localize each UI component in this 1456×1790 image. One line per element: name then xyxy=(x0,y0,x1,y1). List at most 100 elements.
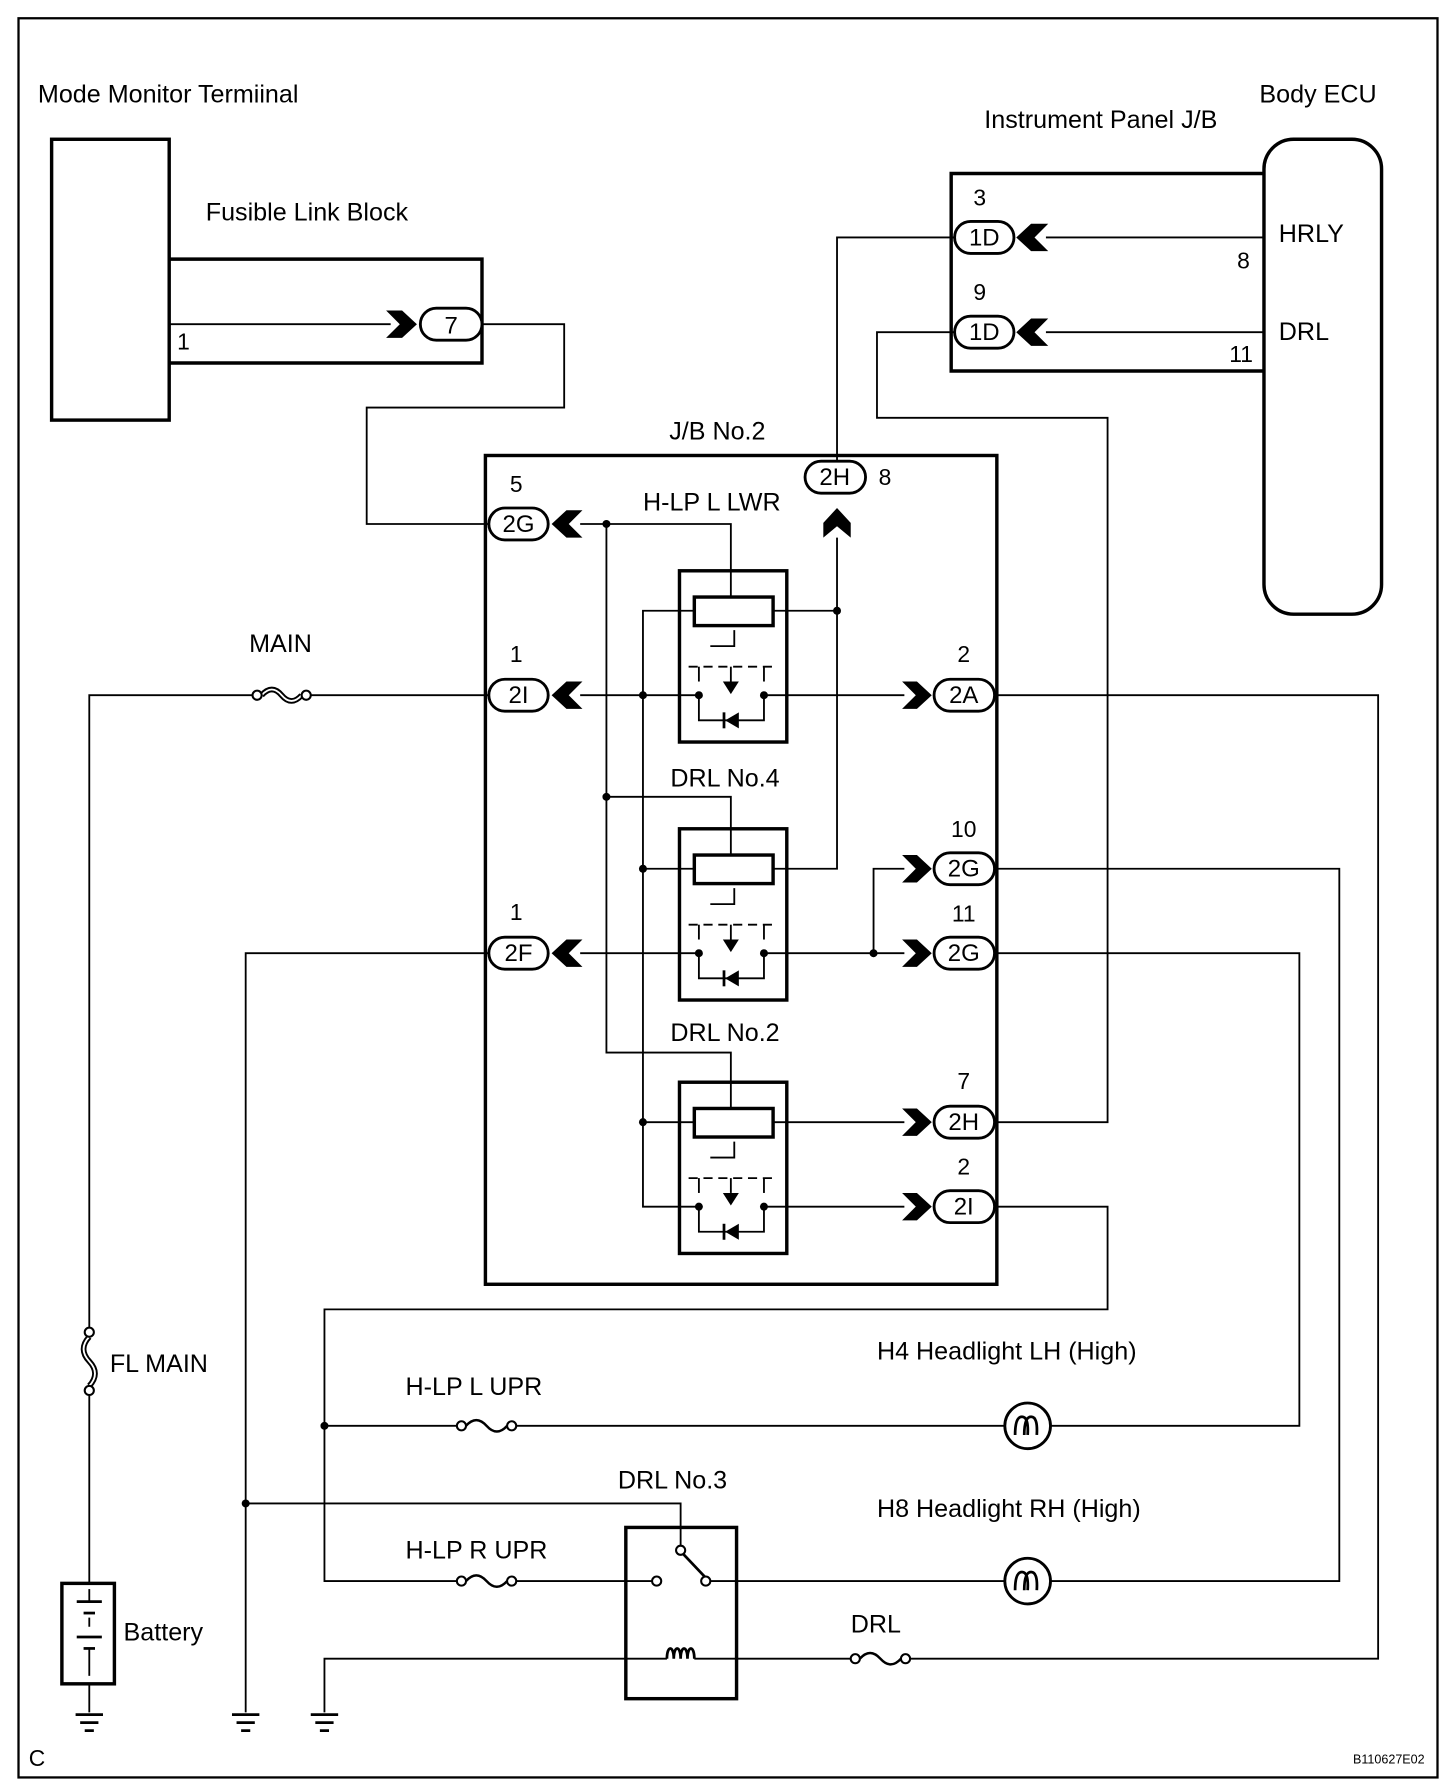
connector-oval xyxy=(803,459,867,495)
wire-junction-to-2g10 xyxy=(872,867,905,954)
fuse-hlp-l-upr xyxy=(455,1418,518,1433)
wire-ground-to-drl-no3-coil xyxy=(323,1657,667,1713)
wire-2i2-to-upr-fuses xyxy=(323,1205,1109,1583)
connector-pin: 7 xyxy=(957,1068,970,1094)
junction-dot xyxy=(638,864,647,873)
fuse-main xyxy=(251,686,312,704)
junction-dot xyxy=(320,1421,329,1430)
body-ecu-box xyxy=(1262,137,1384,616)
connector-pin: 1 xyxy=(510,899,523,925)
relay-coil-icon xyxy=(692,1106,775,1139)
wire-2g11-to-h4-headlight xyxy=(994,952,1301,1427)
connector-id: 1D xyxy=(969,319,1000,346)
connector-id: 2G xyxy=(503,511,535,538)
relay-coil-icon xyxy=(665,1647,696,1659)
relay-hlp-l-lwr xyxy=(677,569,789,744)
wire-1d9-to-2h7 xyxy=(876,331,1109,1124)
wire-battery-to-main xyxy=(88,694,253,1328)
connector-id: 2H xyxy=(819,464,850,491)
fusible-link-inner xyxy=(82,1336,96,1387)
mode-monitor-terminal-box xyxy=(49,137,171,422)
fusible-link-block-label: Fusible Link Block xyxy=(206,198,409,226)
connector-id: 2A xyxy=(949,682,978,709)
switch-blade xyxy=(681,1552,706,1578)
relay-case xyxy=(677,1080,789,1256)
connector-id: 2I xyxy=(954,1194,974,1221)
wire-coil-feed-bus xyxy=(605,523,732,1083)
wire-2f1-to-ground xyxy=(244,952,489,1713)
headlight-rh-bulb xyxy=(1003,1556,1052,1606)
connector-2G-5: 5 2G xyxy=(487,471,583,542)
armature-mark xyxy=(710,630,736,648)
connector-2G-11: 11 2G xyxy=(902,900,996,971)
wire-2h8-bus xyxy=(773,537,838,870)
switch-arrow-icon xyxy=(722,939,739,953)
wire-2a2-to-drl-fuse xyxy=(910,694,1380,1660)
relay-coil-icon xyxy=(692,595,775,628)
fuse-terminal xyxy=(506,1575,518,1587)
diode-loop xyxy=(697,953,765,980)
connector-7: 7 xyxy=(386,306,484,342)
body-ecu-drl-terminal: DRL xyxy=(1279,318,1329,346)
relay-case xyxy=(677,827,789,1002)
arrow-right-icon xyxy=(386,310,417,338)
relay-label-drl-no3: DRL No.3 xyxy=(618,1467,727,1495)
fuse-hlp-l-upr-label: H-LP L UPR xyxy=(406,1373,543,1401)
battery-label: Battery xyxy=(124,1618,204,1646)
connector-pin: 11 xyxy=(952,900,976,926)
relay-drl-no2 xyxy=(677,1080,789,1256)
headlight-lh-label: H4 Headlight LH (High) xyxy=(877,1338,1137,1366)
fuse-terminal xyxy=(251,689,263,701)
arrow-right-icon xyxy=(902,855,932,883)
fuse-terminal xyxy=(300,689,312,701)
arrow-left-icon xyxy=(551,939,583,967)
connector-id: 2I xyxy=(509,682,529,709)
connector-2G-10: 10 2G xyxy=(902,816,996,887)
junction-dot xyxy=(869,949,878,958)
connector-pin: 2 xyxy=(957,641,970,667)
body-ecu-drl-pin: 11 xyxy=(1229,341,1253,367)
armature-mark xyxy=(710,1141,736,1159)
connector-pin: 3 xyxy=(973,184,986,210)
diode-icon xyxy=(725,712,739,729)
arrow-left-icon xyxy=(551,681,583,709)
ground-icon xyxy=(231,1713,260,1733)
arrow-left-icon xyxy=(1016,318,1049,346)
body-ecu-label: Body ECU xyxy=(1259,81,1376,109)
fuse-terminal xyxy=(899,1653,912,1665)
relay-drl-no3 xyxy=(624,1525,739,1701)
connector-2F-1: 1 2F xyxy=(487,899,583,971)
arrow-left-icon xyxy=(551,510,583,538)
connector-id: 1D xyxy=(969,224,1000,251)
connector-oval xyxy=(932,1104,996,1140)
fusible-link-block-box xyxy=(169,257,484,365)
fuse-main-label: MAIN xyxy=(249,630,312,658)
filament xyxy=(1013,1570,1039,1591)
connector-pin: 5 xyxy=(510,471,523,497)
arrow-right-icon xyxy=(902,1192,932,1221)
fuse-terminal xyxy=(849,1653,861,1665)
connector-pin: 9 xyxy=(973,279,986,305)
ground-icon xyxy=(75,1713,103,1733)
wire-2g5-to-hlp-l-lwr-coil xyxy=(580,523,732,571)
mode-monitor-pin-label: 1 xyxy=(177,328,190,354)
fuse-hlp-r-upr-label: H-LP R UPR xyxy=(406,1536,548,1564)
instrument-panel-jb-box xyxy=(949,171,1264,373)
fuse-terminal xyxy=(83,1384,95,1397)
jb-no2-label: J/B No.2 xyxy=(669,418,765,446)
switch-contact xyxy=(651,1575,663,1587)
corner-mark: C xyxy=(29,1745,46,1771)
battery xyxy=(60,1581,117,1686)
connector-id: 7 xyxy=(444,312,457,339)
fusible-link-inner xyxy=(260,688,303,702)
frame-border xyxy=(17,17,1439,1779)
headlight-rh-label: H8 Headlight RH (High) xyxy=(877,1495,1141,1523)
connector-id: 2H xyxy=(948,1109,979,1136)
relay-label-hlp-l-lwr: H-LP L LWR xyxy=(643,488,781,516)
headlight-lh-bulb xyxy=(1003,1401,1052,1451)
ground-icon xyxy=(310,1713,339,1733)
connector-pin: 1 xyxy=(510,641,523,667)
connector-pin: 2 xyxy=(957,1154,970,1180)
junction-dot xyxy=(638,691,647,700)
diode-loop xyxy=(697,1206,765,1233)
